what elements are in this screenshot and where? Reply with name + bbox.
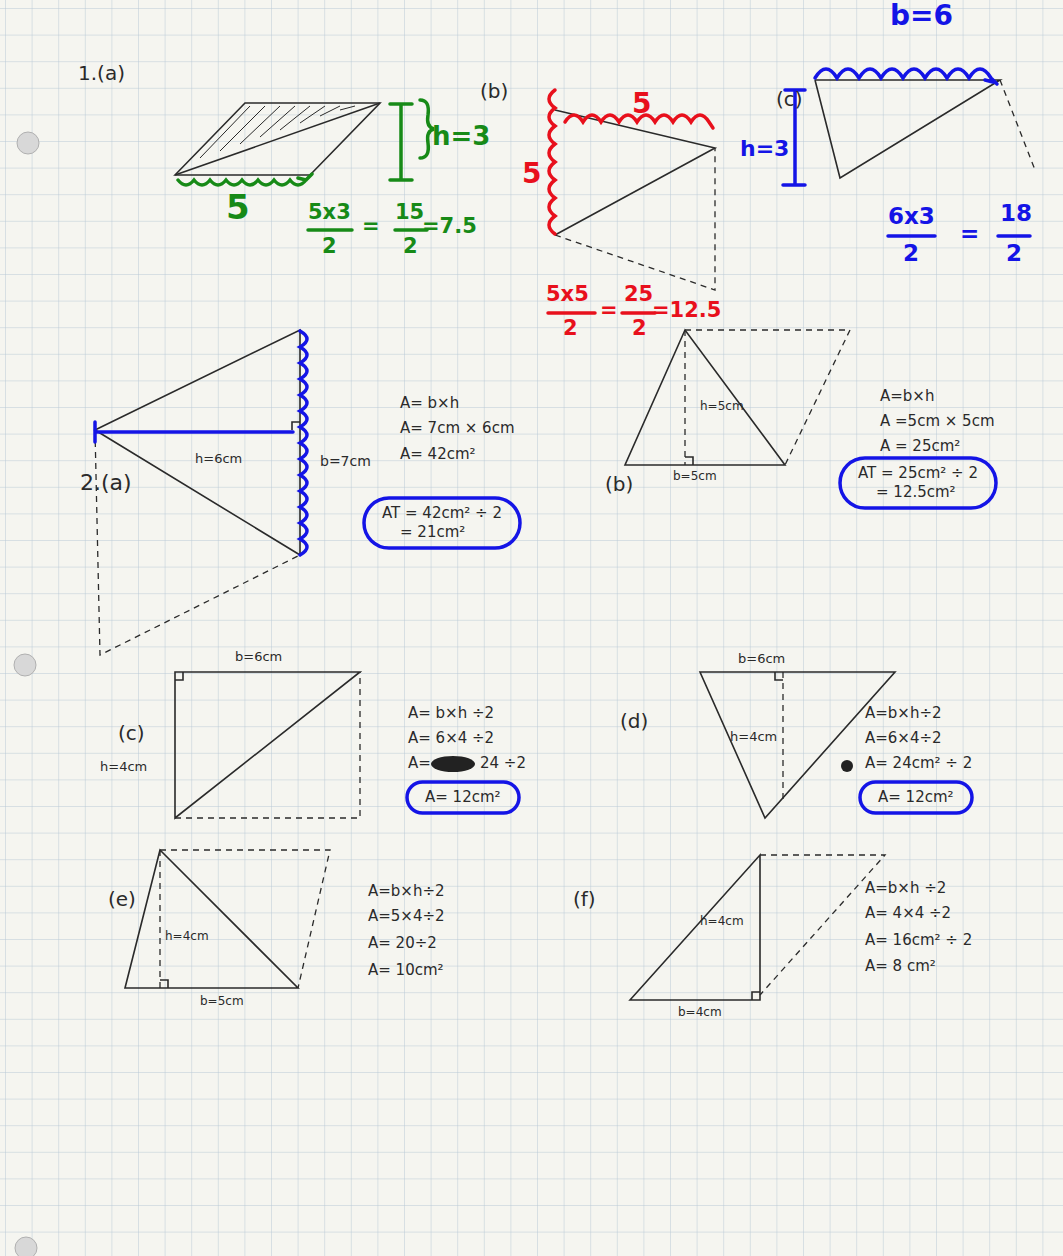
red-marks (548, 90, 713, 313)
worksheet-text: A= 4×4 ÷2 (865, 905, 951, 922)
scribble (841, 760, 853, 772)
worksheet-text: A=b×h ÷2 (865, 880, 946, 897)
worksheet-text: A= (408, 755, 431, 772)
worksheet-text: A= 16cm² ÷ 2 (865, 932, 972, 949)
worksheet-text: A=5×4÷2 (368, 908, 445, 925)
worksheet-text: = (362, 214, 380, 238)
cloud-path (860, 782, 972, 813)
answer-text: = 12.5cm² (858, 483, 978, 502)
answer-text: A= 12cm² (425, 788, 501, 807)
worksheet-text: 5 (522, 158, 541, 190)
cloud-path (840, 458, 996, 508)
worksheet-text: 5 (632, 88, 651, 120)
cloud-path (364, 498, 520, 548)
worksheet-text: b=6cm (738, 652, 785, 667)
worksheet-text: (e) (108, 888, 136, 911)
worksheet-text: A= 10cm² (368, 962, 444, 979)
pencil-shapes (95, 80, 1000, 1000)
worksheet-text: (d) (620, 710, 648, 733)
worksheet-text: h=3 (432, 122, 490, 152)
worksheet-text: h=4cm (700, 915, 744, 929)
worksheet-text: = (960, 220, 979, 246)
worksheet-text: A=b×h÷2 (368, 883, 445, 900)
worksheet-text: h=3 (740, 136, 789, 161)
worksheet-text: A= 8 cm² (865, 958, 936, 975)
worksheet-text: b=5cm (200, 995, 244, 1009)
worksheet-text: 5x5 (546, 282, 589, 306)
pencil-dashed (95, 80, 1035, 995)
green-marks (178, 100, 434, 230)
worksheet-text: A= b×h (400, 395, 459, 412)
worksheet-text: = (600, 298, 618, 322)
worksheet-text: A = 25cm² (880, 438, 960, 455)
worksheet-text: =7.5 (422, 214, 477, 238)
worksheet-text: A= 20÷2 (368, 935, 437, 952)
worksheet-text: 2 (1006, 240, 1022, 266)
worksheet-text: 24 ÷2 (480, 755, 526, 772)
worksheet-text: (b) (480, 80, 508, 103)
worksheet-text: b=6 (890, 0, 953, 32)
circled-answer: AT = 42cm² ÷ 2= 21cm² (362, 496, 522, 550)
worksheet-text: 25 (624, 282, 653, 306)
punch-holes (14, 132, 39, 1256)
worksheet-text: 2 (903, 240, 919, 266)
worksheet-text: h=4cm (730, 730, 777, 745)
answer-text: A= 12cm² (878, 788, 954, 807)
worksheet-text: 2 (563, 316, 578, 340)
blue-marks (95, 69, 1030, 555)
worksheet-text: 15 (395, 200, 424, 224)
worksheet-text: h=5cm (700, 400, 744, 414)
worksheet-text: =12.5 (652, 298, 721, 322)
circled-answer: A= 12cm² (858, 780, 974, 815)
worksheet-text: b=4cm (678, 1006, 722, 1020)
answer-text: = 21cm² (382, 523, 502, 542)
worksheet-text: h=4cm (100, 760, 147, 775)
worksheet-text: (f) (573, 888, 596, 911)
worksheet-text: 5 (226, 188, 250, 227)
worksheet-text: A= 7cm × 6cm (400, 420, 515, 437)
worksheet-text: A= 24cm² ÷ 2 (865, 755, 972, 772)
worksheet-text: (c) (118, 722, 145, 745)
worksheet-text: 2 (632, 316, 647, 340)
worksheet-text: 2 (322, 234, 337, 258)
worksheet-text: 1.(a) (78, 62, 125, 85)
worksheet-text: h=6cm (195, 452, 242, 467)
worksheet-text: A= 6×4 ÷2 (408, 730, 494, 747)
worksheet-text: A=b×h÷2 (865, 705, 942, 722)
worksheet-text: A= 42cm² (400, 446, 476, 463)
worksheet-text: b=6cm (235, 650, 282, 665)
worksheet-text: b=7cm (320, 453, 371, 469)
worksheet-text: 2.(a) (80, 470, 132, 495)
worksheet-text: 2 (403, 234, 418, 258)
worksheet-text: A= b×h ÷2 (408, 705, 494, 722)
answer-text: AT = 42cm² ÷ 2 (382, 504, 502, 523)
worksheet-text: A =5cm × 5cm (880, 413, 995, 430)
worksheet-text: h=4cm (165, 930, 209, 944)
worksheet-text: A=6×4÷2 (865, 730, 942, 747)
circled-answer: A= 12cm² (405, 780, 521, 815)
worksheet-text: 5x3 (308, 200, 351, 224)
scribble (431, 756, 475, 772)
worksheet-text: 6x3 (888, 203, 935, 229)
hatching (200, 106, 355, 158)
worksheet-text: A=b×h (880, 388, 934, 405)
worksheet-text: 18 (1000, 200, 1032, 226)
answer-text: AT = 25cm² ÷ 2 (858, 464, 978, 483)
circled-answer: AT = 25cm² ÷ 2= 12.5cm² (838, 456, 998, 510)
worksheet-text: (b) (605, 473, 633, 496)
worksheet-text: b=5cm (673, 470, 717, 484)
cloud-path (407, 782, 519, 813)
worksheet-text: (c) (776, 88, 803, 111)
